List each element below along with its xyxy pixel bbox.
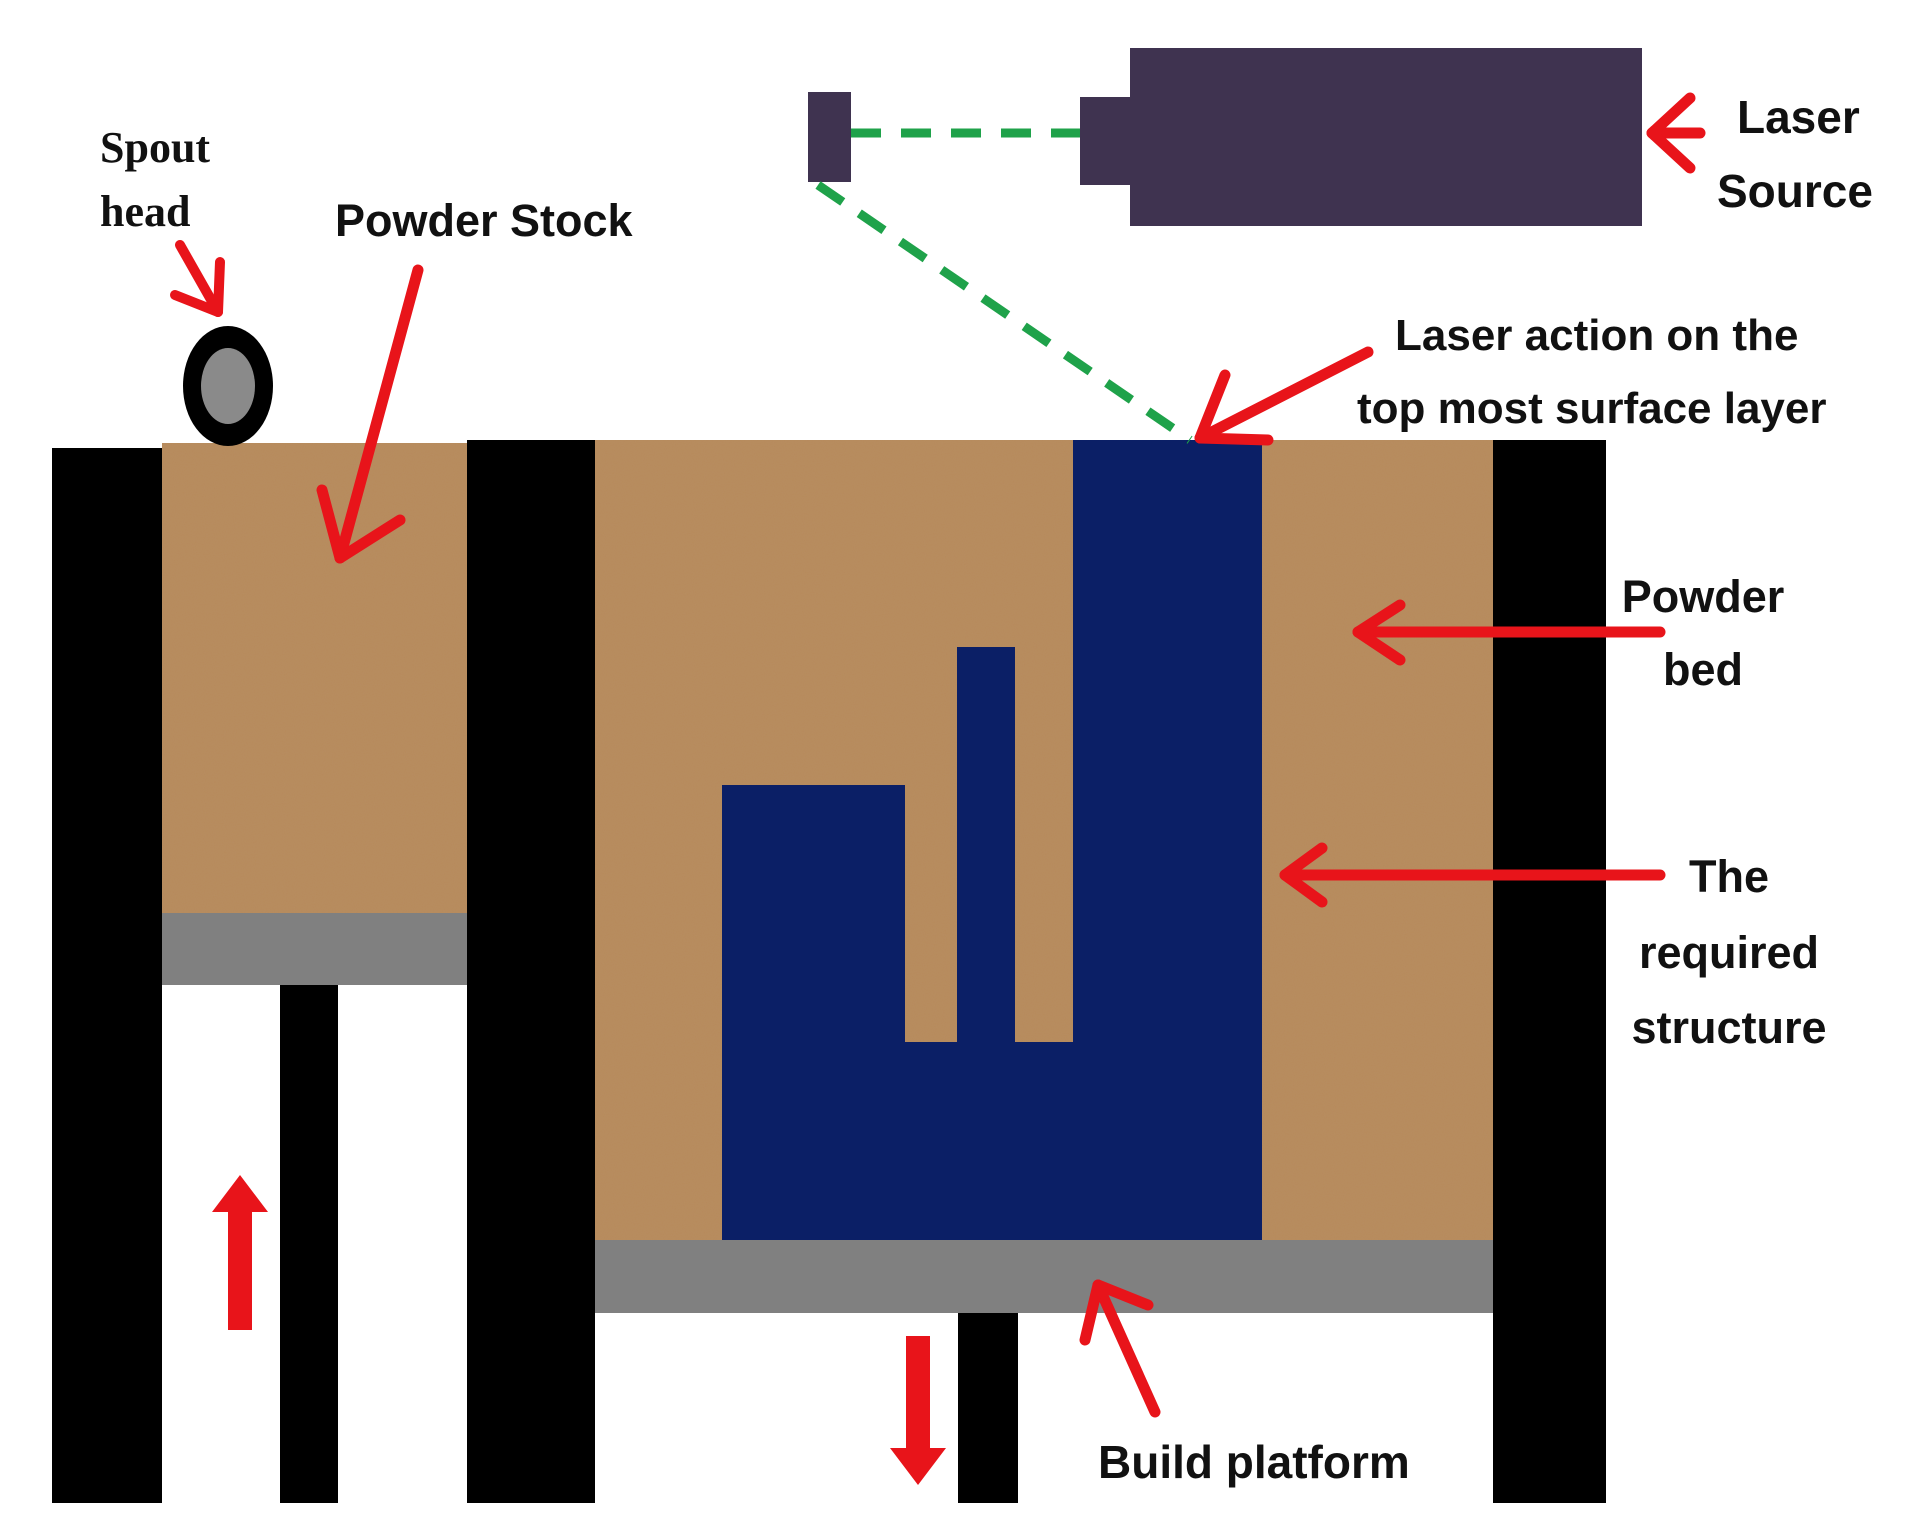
stock-right-wall bbox=[467, 440, 595, 1503]
label-powder-stock: Powder Stock bbox=[335, 195, 634, 246]
arrow-powder-stock bbox=[316, 264, 424, 564]
stock-piston-rod bbox=[280, 985, 338, 1503]
label-laser-source-line2: Source bbox=[1717, 165, 1873, 217]
label-required-structure-line1: The bbox=[1689, 851, 1769, 902]
powder-stock-chamber bbox=[52, 440, 595, 1503]
label-spout-line1: Spout bbox=[100, 123, 210, 172]
build-chamber bbox=[595, 440, 1606, 1503]
label-laser-source-line1: Laser bbox=[1737, 91, 1860, 143]
label-build-platform: Build platform bbox=[1098, 1436, 1410, 1488]
stock-piston-plate bbox=[162, 913, 467, 985]
arrow-build-platform bbox=[1079, 1279, 1161, 1418]
spout-head-icon bbox=[183, 326, 273, 446]
label-required-structure-line2: required bbox=[1639, 927, 1819, 978]
label-laser-action-line2: top most surface layer bbox=[1357, 384, 1827, 433]
build-piston-space bbox=[595, 1313, 1493, 1503]
laser-source-icon bbox=[1080, 48, 1642, 226]
down-arrow-icon bbox=[890, 1336, 946, 1485]
label-spout-line2: head bbox=[100, 187, 190, 236]
arrow-required-structure bbox=[1279, 842, 1666, 908]
arrow-laser-action bbox=[1194, 346, 1374, 446]
arrow-powder-bed bbox=[1352, 599, 1666, 666]
powder-stock bbox=[162, 443, 467, 913]
mirror-icon bbox=[808, 92, 851, 182]
label-powder-bed-line2: bed bbox=[1663, 644, 1743, 695]
label-powder-bed-line1: Powder bbox=[1622, 571, 1785, 622]
arrow-spout-head bbox=[170, 240, 225, 317]
up-arrow-icon bbox=[212, 1175, 268, 1330]
build-right-wall bbox=[1493, 440, 1606, 1503]
laser-beam bbox=[815, 128, 1193, 444]
arrow-laser-source bbox=[1646, 92, 1706, 174]
build-piston-rod bbox=[958, 1313, 1018, 1503]
pointer-arrows bbox=[170, 92, 1706, 1485]
label-required-structure-line3: structure bbox=[1631, 1002, 1826, 1053]
label-laser-action-line1: Laser action on the bbox=[1395, 311, 1798, 360]
required-structure bbox=[722, 440, 1262, 1240]
build-platform-plate bbox=[595, 1240, 1493, 1313]
stock-left-wall bbox=[52, 448, 162, 1503]
